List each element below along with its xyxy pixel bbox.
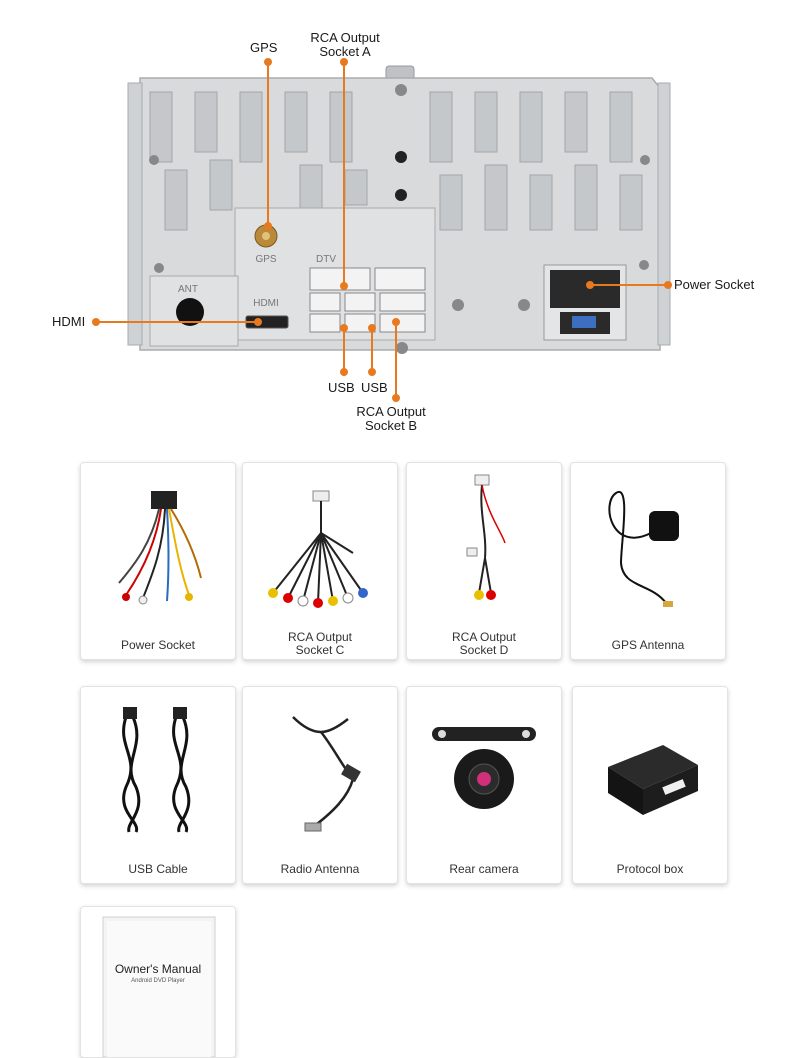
accessory-label-usb-cable: USB Cable xyxy=(128,862,188,876)
callout-rca-output-b-line2: Socket B xyxy=(364,418,418,433)
callout-rca-output-a-line1: RCA Output xyxy=(310,30,380,45)
rca-cable-icon xyxy=(268,490,368,608)
accessory-label-rca-output-c-line2: Socket C xyxy=(295,643,345,657)
callout-rca-output-b-line1: RCA Output xyxy=(356,404,426,419)
panel-label-ant: ANT xyxy=(178,284,198,295)
usb-cable-icon xyxy=(122,707,191,833)
head-unit-back-panel: GPS DTV ANT HDMI xyxy=(92,58,672,402)
panel-label-hdmi: HDMI xyxy=(253,298,279,309)
accessory-label-rca-output-c-line1: RCA Output xyxy=(287,630,353,644)
rear-camera-icon xyxy=(432,727,536,809)
panel-label-dtv: DTV xyxy=(316,254,336,265)
accessory-label-rca-output-d-line1: RCA Output xyxy=(451,630,517,644)
manual-subtitle: Android DVD Player xyxy=(131,978,185,984)
manual-booklet-icon xyxy=(102,916,216,1057)
callout-rca-output-b: RCA Output Socket B xyxy=(351,405,431,433)
accessory-card-rear-camera: Rear camera xyxy=(406,686,562,884)
callout-rca-output-a: RCA Output Socket A xyxy=(305,31,385,59)
callout-gps: GPS xyxy=(250,40,278,55)
gps-antenna-icon xyxy=(608,490,679,607)
power-harness-icon xyxy=(118,491,202,605)
rca-cable-small-icon xyxy=(466,474,506,600)
accessory-label-power-socket: Power Socket xyxy=(120,638,196,652)
accessory-label-radio-antenna: Radio Antenna xyxy=(280,862,360,876)
accessory-card-usb-cable: USB Cable xyxy=(80,686,236,884)
accessory-label-protocol-box: Protocol box xyxy=(616,862,684,876)
protocol-box-icon xyxy=(608,745,698,815)
manual-title: Owner's Manual xyxy=(114,962,202,976)
panel-label-gps: GPS xyxy=(255,254,276,265)
accessory-label-rca-output-d: RCA Output Socket D xyxy=(407,631,561,657)
accessory-label-gps-antenna: GPS Antenna xyxy=(611,638,685,652)
accessory-card-gps-antenna: GPS Antenna xyxy=(570,462,726,660)
accessory-card-power-socket: Power Socket xyxy=(80,462,236,660)
accessory-card-rca-output-d: RCA Output Socket D xyxy=(406,462,562,660)
accessory-label-rear-camera: Rear camera xyxy=(449,862,519,876)
callout-power-socket: Power Socket xyxy=(674,277,755,292)
callout-rca-output-a-line2: Socket A xyxy=(319,44,371,59)
accessory-label-rca-output-d-line2: Socket D xyxy=(459,643,509,657)
back-panel-diagram: GPS DTV ANT HDMI xyxy=(0,0,790,450)
callout-usb-2: USB xyxy=(361,380,388,395)
callout-usb-1: USB xyxy=(328,380,355,395)
callout-hdmi: HDMI xyxy=(52,314,86,329)
accessory-label-rca-output-c: RCA Output Socket C xyxy=(243,631,397,657)
accessory-card-owners-manual: Owner's Manual Android DVD Player xyxy=(80,906,236,1058)
accessory-card-protocol-box: Protocol box xyxy=(572,686,728,884)
accessory-card-rca-output-c: RCA Output Socket C xyxy=(242,462,398,660)
radio-antenna-icon xyxy=(292,716,361,832)
accessory-card-radio-antenna: Radio Antenna xyxy=(242,686,398,884)
